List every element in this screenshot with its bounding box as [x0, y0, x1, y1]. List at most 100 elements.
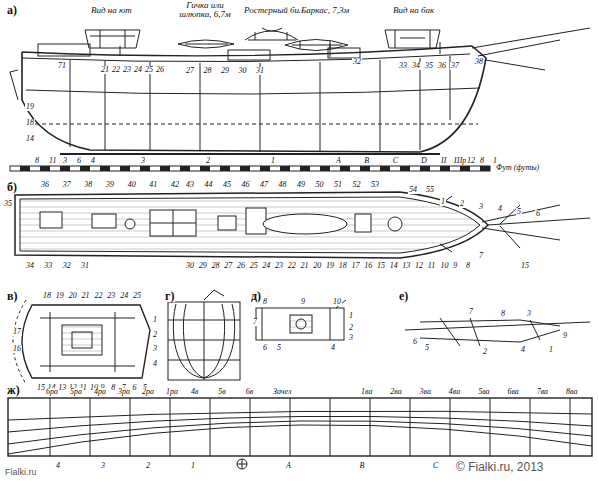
callout-label: 5ва [477, 388, 490, 396]
callout-label: 14 [25, 135, 35, 143]
callout-label: 3ра [117, 388, 131, 396]
callout-label: 51 [333, 181, 343, 189]
callout-label: 34 [411, 62, 421, 70]
callout-label: 2 [459, 200, 465, 208]
callout-label: 45 [222, 181, 232, 189]
callout-label: 14 [389, 262, 399, 270]
callout-label: 8 [262, 298, 268, 306]
callout-label: 9 [452, 262, 458, 270]
callout-label: 4 [152, 360, 158, 368]
view-letter: в) [6, 290, 18, 302]
callout-label: 4 [520, 346, 526, 354]
callout-label: 37 [450, 62, 460, 70]
callout-label: А [285, 462, 292, 470]
callout-label: 28 [203, 67, 213, 75]
callout-label: Фут (футы) [495, 164, 540, 172]
callout-label: 6 [535, 210, 541, 218]
callout-label: 5 [516, 208, 522, 216]
callout-label: 55 [425, 186, 435, 194]
callout-label: 32 [62, 262, 72, 270]
callout-label: 39 [105, 181, 115, 189]
callout-label: 24 [133, 66, 143, 74]
callout-label: 8 [465, 262, 471, 270]
callout-label: 36 [437, 62, 447, 70]
callout-label: 29 [220, 67, 230, 75]
callout-label: 20 [312, 262, 322, 270]
callout-label: 22 [93, 292, 103, 300]
callout-label: 6ва [506, 388, 519, 396]
view-letter: д) [250, 290, 262, 302]
callout-label: 25 [249, 262, 259, 270]
callout-label: 19 [55, 292, 65, 300]
callout-label: D [420, 157, 428, 165]
callout-label: 5в [217, 388, 226, 396]
callout-label: 4в [190, 388, 199, 396]
callout-label: 16 [12, 345, 22, 353]
callout-label: 5ра [69, 388, 83, 396]
callout-label: 15 [520, 262, 530, 270]
callout-label: 6 [76, 157, 82, 165]
callout-label: 11 [48, 157, 57, 165]
callout-label: 3 [62, 157, 68, 165]
callout-label: 31 [255, 67, 265, 75]
callout-label: 4 [90, 157, 96, 165]
callout-label: 3 [526, 310, 532, 318]
callout-label: 31 [80, 262, 90, 270]
callout-label: 35 [3, 200, 13, 208]
callout-label: 30 [185, 262, 195, 270]
callout-label: 2 [145, 462, 151, 470]
callout-label: 41 [148, 181, 158, 189]
callout-label: 38 [83, 181, 93, 189]
callout-label: 17 [350, 262, 360, 270]
callout-label: 3ва [419, 388, 432, 396]
callout-label: 7ва [536, 388, 549, 396]
callout-label: 48 [278, 181, 288, 189]
callout-label: 3 [478, 203, 484, 211]
callout-label: 1 [152, 316, 158, 324]
callout-label: С [392, 157, 399, 165]
callout-label: Гичка или шлюпка, 6,7м [172, 1, 238, 19]
callout-label: 2ра [141, 388, 155, 396]
callout-label: 71 [57, 62, 67, 70]
callout-label: 15 [376, 262, 386, 270]
callout-label: 8 [500, 310, 506, 318]
callout-label: 4 [330, 344, 336, 352]
callout-label: Зачел [272, 388, 293, 396]
callout-label: 1ра [165, 388, 179, 396]
callout-label: 4 [497, 205, 503, 213]
callout-label: 8 [479, 157, 485, 165]
callout-label: 46 [241, 181, 251, 189]
callout-label: 40 [127, 181, 137, 189]
callout-label: 52 [352, 181, 362, 189]
callout-label: 24 [119, 292, 129, 300]
callout-label: 27 [185, 67, 195, 75]
callout-label: 5 [276, 344, 282, 352]
callout-label: С [432, 462, 439, 470]
callout-label: 26 [155, 66, 165, 74]
callout-label: 6 [131, 384, 137, 392]
watermark: © Fialki.ru, 2013 [455, 461, 545, 473]
callout-label: 33 [43, 262, 53, 270]
callout-label: 32 [352, 58, 362, 66]
callout-label: 12 [466, 157, 476, 165]
callout-label: 42 [170, 181, 180, 189]
callout-label: 21 [81, 292, 91, 300]
view-letter: г) [164, 290, 175, 302]
callout-label: 10 [332, 298, 342, 306]
callout-label: 3 [348, 334, 354, 342]
callout-label: 3 [140, 157, 146, 165]
callout-label: 7 [252, 318, 258, 326]
callout-label: 2ва [389, 388, 402, 396]
callout-label: 1 [348, 312, 354, 320]
callout-label: 8 [110, 384, 116, 392]
callout-label: 50 [315, 181, 325, 189]
callout-label: 20 [68, 292, 78, 300]
callout-label: 33 [398, 62, 408, 70]
callout-label: В [359, 462, 366, 470]
callout-label: 49 [296, 181, 306, 189]
callout-label: 27 [223, 262, 233, 270]
callout-label: 22 [287, 262, 297, 270]
callout-label: 19 [25, 103, 35, 111]
callout-label: 9 [562, 332, 568, 340]
watermark: Fialki.ru [4, 468, 38, 477]
